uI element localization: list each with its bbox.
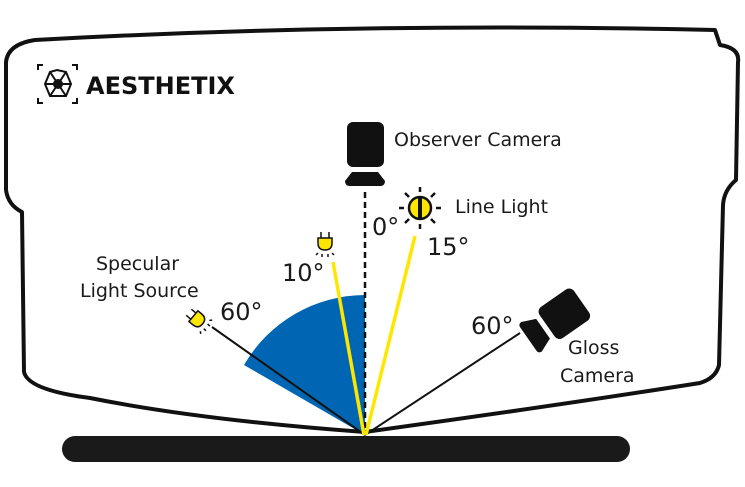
gloss-label-line1: Gloss <box>568 337 619 359</box>
specular-angle-label: 60° <box>220 298 263 326</box>
specular-light-bulb-icon <box>185 308 213 335</box>
line-light-beam <box>364 235 417 436</box>
small-light-bulb-icon <box>315 232 335 257</box>
small-light-beam <box>331 261 366 436</box>
small-light-angle-label: 10° <box>282 259 325 287</box>
gloss-angle-label: 60° <box>471 312 514 340</box>
observer-camera-icon <box>345 122 385 186</box>
specular-beam-line <box>211 326 366 436</box>
gloss-camera-icon <box>519 288 591 353</box>
observer-camera-label: Observer Camera <box>394 129 562 151</box>
line-light-label: Line Light <box>455 196 548 218</box>
incidence-angle-wedge <box>244 295 365 435</box>
logo-hexagon-icon <box>37 64 78 104</box>
line-light-angle-label: 15° <box>427 233 470 261</box>
logo: AESTHETIX <box>37 64 235 104</box>
gloss-camera-line <box>364 332 521 436</box>
observer-angle-label: 0° <box>372 213 399 241</box>
logo-text: AESTHETIX <box>86 72 235 100</box>
sample-surface <box>62 436 630 462</box>
line-light-icon <box>399 187 441 229</box>
specular-label-line1: Specular <box>96 253 179 275</box>
specular-label-line2: Light Source <box>80 280 199 302</box>
gloss-label-line2: Camera <box>560 365 635 387</box>
